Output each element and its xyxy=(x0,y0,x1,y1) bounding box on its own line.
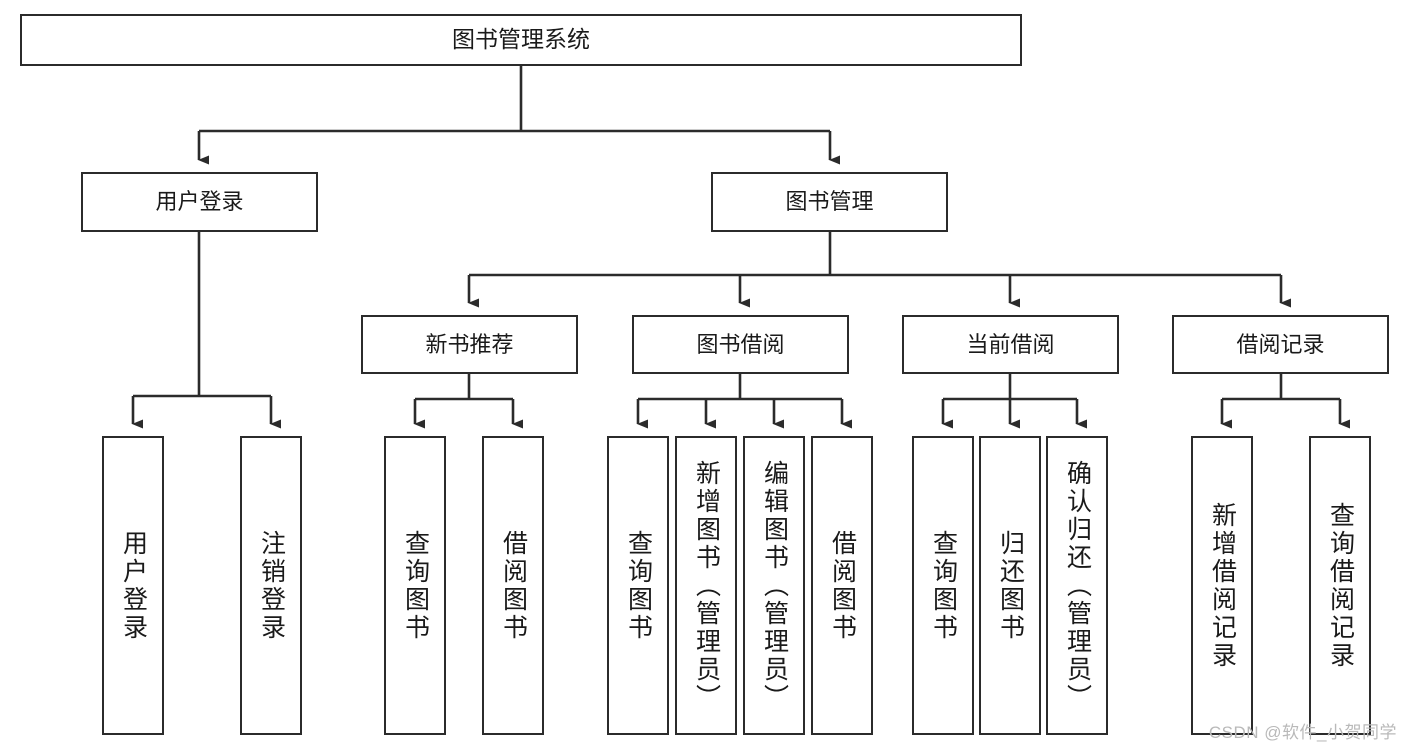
node-label: 用户登录 xyxy=(119,529,148,642)
node-label: 查询图书 xyxy=(929,529,958,642)
node-label: 新增借阅记录 xyxy=(1208,501,1237,670)
node-user-login[interactable]: 用户登录 xyxy=(81,172,318,232)
node-root-book-management-system[interactable]: 图书管理系统 xyxy=(20,14,1022,66)
node-label: 新书推荐 xyxy=(425,331,514,357)
leaf-query-books-current[interactable]: 查询图书 xyxy=(912,436,974,735)
leaf-user-login[interactable]: 用户登录 xyxy=(102,436,164,735)
node-borrowing-record[interactable]: 借阅记录 xyxy=(1172,315,1389,374)
leaf-query-books-borrowing[interactable]: 查询图书 xyxy=(607,436,669,735)
leaf-borrow-books-recommend[interactable]: 借阅图书 xyxy=(482,436,544,735)
node-label: 查询图书 xyxy=(401,529,430,642)
node-label: 查询图书 xyxy=(624,529,653,642)
node-book-management[interactable]: 图书管理 xyxy=(711,172,948,232)
leaf-borrow-books-borrowing[interactable]: 借阅图书 xyxy=(811,436,873,735)
leaf-confirm-return-admin[interactable]: 确认归还（管理员） xyxy=(1046,436,1108,735)
node-label: 借阅记录 xyxy=(1236,331,1325,357)
watermark-text: CSDN @软件_小贺同学 xyxy=(1208,723,1397,742)
node-new-book-recommendation[interactable]: 新书推荐 xyxy=(361,315,578,374)
node-label: 注销登录 xyxy=(257,529,286,642)
node-label: 确认归还（管理员） xyxy=(1063,459,1092,712)
node-label: 用户登录 xyxy=(155,189,244,215)
node-label: 新增图书（管理员） xyxy=(692,459,721,712)
node-label: 借阅图书 xyxy=(828,529,857,642)
node-label: 图书管理系统 xyxy=(452,26,590,53)
leaf-logout[interactable]: 注销登录 xyxy=(240,436,302,735)
node-label: 当前借阅 xyxy=(966,331,1055,357)
node-current-borrowing[interactable]: 当前借阅 xyxy=(902,315,1119,374)
node-label: 图书管理 xyxy=(785,189,874,215)
node-label: 编辑图书（管理员） xyxy=(760,459,789,712)
leaf-add-book-admin[interactable]: 新增图书（管理员） xyxy=(675,436,737,735)
leaf-return-books[interactable]: 归还图书 xyxy=(979,436,1041,735)
node-label: 图书借阅 xyxy=(696,331,785,357)
node-label: 归还图书 xyxy=(996,529,1025,642)
leaf-query-books-recommend[interactable]: 查询图书 xyxy=(384,436,446,735)
node-book-borrowing[interactable]: 图书借阅 xyxy=(632,315,849,374)
leaf-edit-book-admin[interactable]: 编辑图书（管理员） xyxy=(743,436,805,735)
node-label: 查询借阅记录 xyxy=(1326,501,1355,670)
leaf-add-borrowing-record[interactable]: 新增借阅记录 xyxy=(1191,436,1253,735)
node-label: 借阅图书 xyxy=(499,529,528,642)
leaf-query-borrowing-record[interactable]: 查询借阅记录 xyxy=(1309,436,1371,735)
